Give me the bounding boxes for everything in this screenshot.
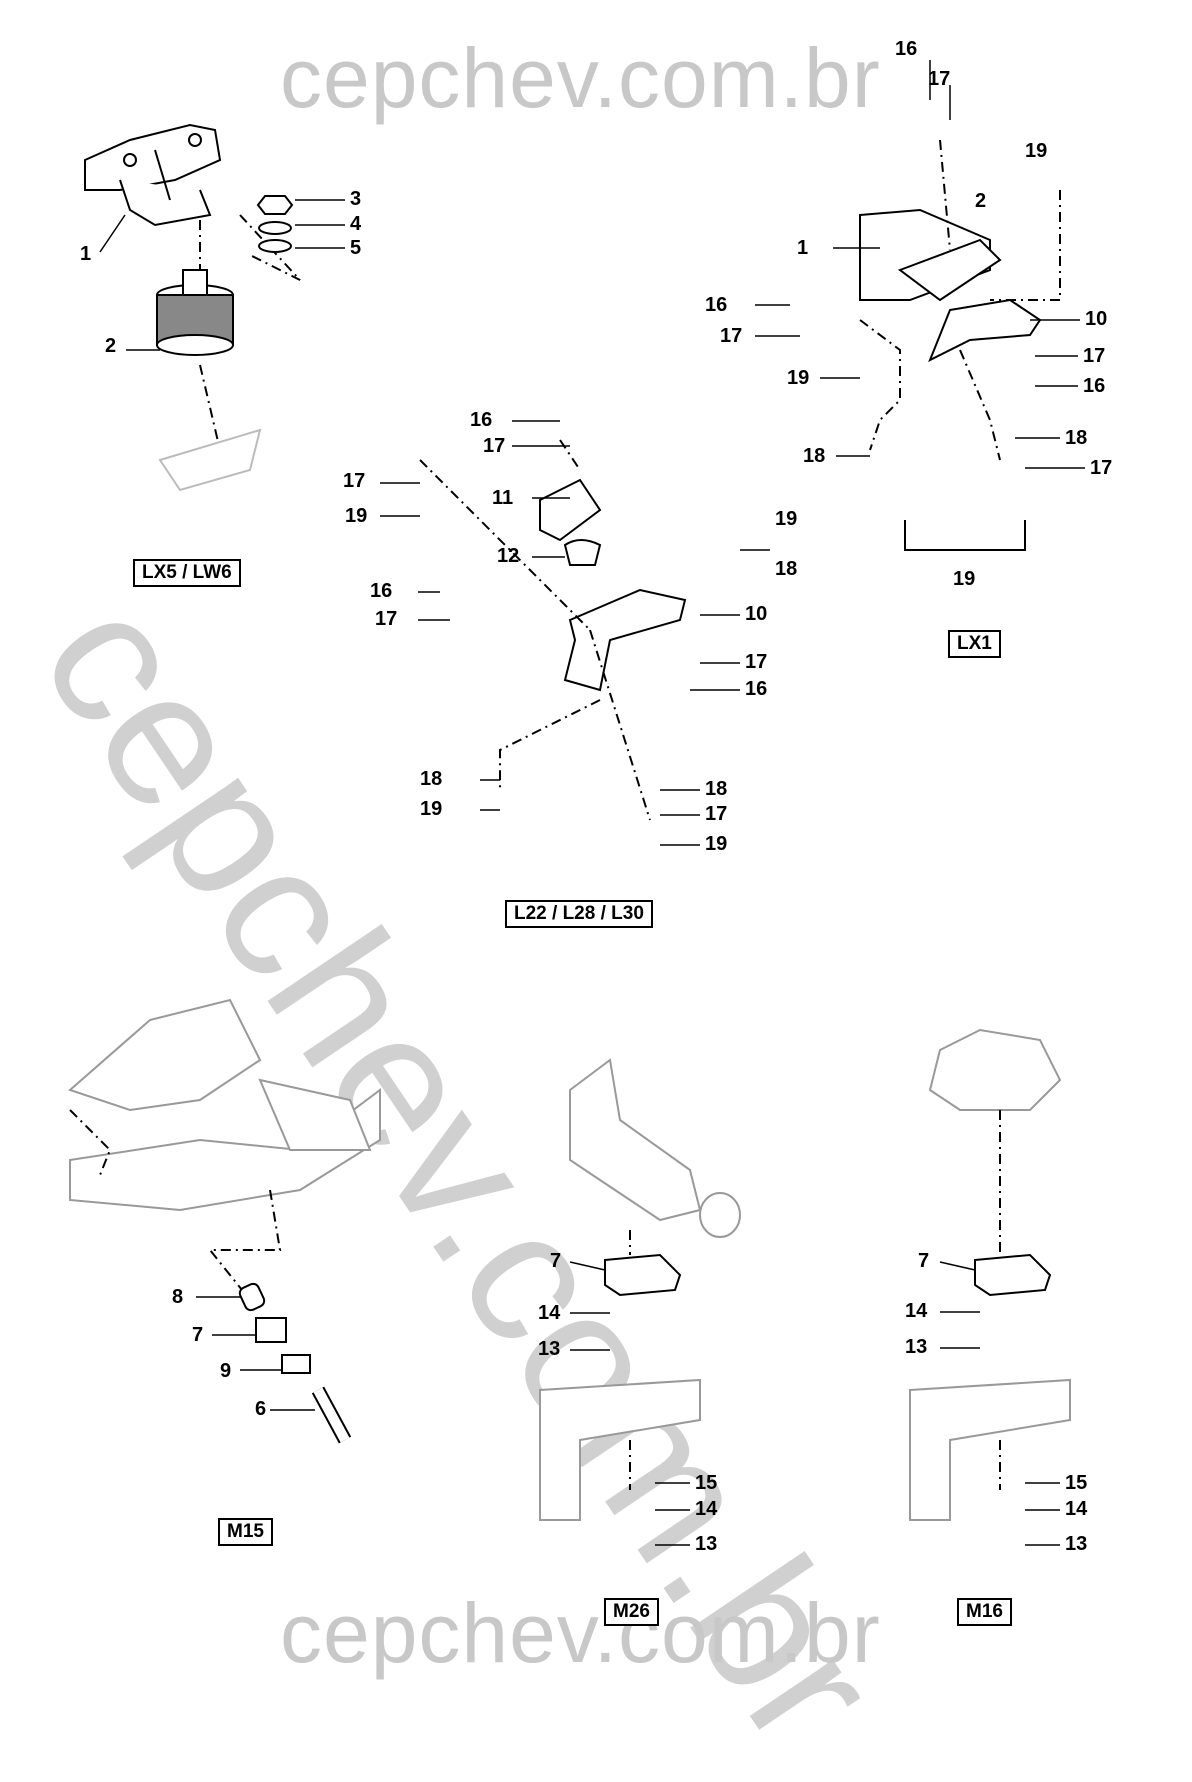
- callout-l22-12: 12: [497, 545, 520, 567]
- callout-lx1-19c: 19: [953, 568, 976, 590]
- m15-bolt-6: [311, 1386, 352, 1444]
- callout-l22-17c: 17: [375, 608, 398, 630]
- lx1-mount-2: [897, 238, 1002, 302]
- callout-l22-16a: 16: [470, 409, 493, 431]
- callout-m26-14b: 14: [695, 1498, 718, 1520]
- m26-mount-7: [604, 1253, 682, 1297]
- m26-axle-illustration: [569, 1058, 741, 1238]
- callout-lx1-17b: 17: [720, 325, 743, 347]
- callout-m26-13a: 13: [538, 1338, 561, 1360]
- callout-l22-19a: 19: [345, 505, 368, 527]
- m16-transmission-illustration: [928, 1028, 1062, 1111]
- callout-lx1-19b: 19: [787, 367, 810, 389]
- callout-l22-16c: 16: [745, 678, 768, 700]
- callout-m26-15: 15: [695, 1472, 718, 1494]
- callout-lx1-18a: 18: [803, 445, 826, 467]
- callout-m26-7: 7: [550, 1250, 562, 1272]
- m15-clip-9: [281, 1354, 311, 1374]
- callout-l22-17e: 17: [705, 803, 728, 825]
- callout-l22-10: 10: [745, 603, 768, 625]
- variant-label-l22-l28-l30: L22 / L28 / L30: [505, 900, 653, 928]
- callout-m16-13a: 13: [905, 1336, 928, 1358]
- lx1-bracket-10: [928, 298, 1042, 363]
- m16-mount-7: [974, 1253, 1052, 1297]
- callout-lx1-17c: 17: [1083, 345, 1106, 367]
- callout-l22-18c: 18: [705, 778, 728, 800]
- callout-m15-6: 6: [255, 1398, 267, 1420]
- lx5-washer-5: [258, 239, 292, 253]
- variant-label-m26: M26: [604, 1598, 659, 1626]
- callout-lx1-1: 1: [797, 237, 809, 259]
- lx5-rubber-mount-illustration: [156, 269, 234, 356]
- callout-m26-14a: 14: [538, 1302, 561, 1324]
- m15-pin-8: [238, 1282, 266, 1312]
- callout-l22-19c: 19: [420, 798, 443, 820]
- lx5-washer-4: [258, 221, 292, 235]
- callout-m16-15: 15: [1065, 1472, 1088, 1494]
- exploded-parts-diagram: [68, 60, 1085, 1546]
- m15-mount-7: [255, 1317, 287, 1343]
- callout-m15-9: 9: [220, 1360, 232, 1382]
- callout-lx1-19a: 19: [1025, 140, 1048, 162]
- watermark-top: cepchev.com.br: [280, 31, 881, 125]
- callout-lx1-16b: 16: [705, 294, 728, 316]
- callout-l22-18b: 18: [420, 768, 443, 790]
- callout-m16-14a: 14: [905, 1300, 928, 1322]
- variant-label-m15: M15: [218, 1518, 273, 1546]
- variant-label-m16: M16: [957, 1598, 1012, 1626]
- callout-lx1-10: 10: [1085, 308, 1108, 330]
- callout-lx5-3: 3: [350, 188, 362, 210]
- l22-bracket-10: [563, 588, 687, 692]
- callout-lx5-1: 1: [80, 243, 92, 265]
- callout-lx5-2: 2: [105, 335, 117, 357]
- callout-m16-13b: 13: [1065, 1533, 1088, 1555]
- l22-clamp-12: [563, 539, 602, 566]
- callout-lx1-16c: 16: [1083, 375, 1106, 397]
- callout-lx1-18b: 18: [1065, 427, 1088, 449]
- l22-bracket-11: [539, 478, 602, 542]
- callout-l22-19b: 19: [775, 508, 798, 530]
- callout-m15-8: 8: [172, 1286, 184, 1308]
- m15-transmission-illustration: [68, 998, 381, 1212]
- callout-lx5-5: 5: [350, 237, 362, 259]
- callout-m16-7: 7: [918, 1250, 930, 1272]
- callout-lx1-16a: 16: [895, 38, 918, 60]
- callout-lx1-17a: 17: [928, 68, 951, 90]
- variant-label-lx1: LX1: [948, 630, 1001, 658]
- callout-l22-18a: 18: [775, 558, 798, 580]
- callout-l22-16b: 16: [370, 580, 393, 602]
- m26-frame-illustration: [539, 1378, 701, 1521]
- lx5-nut-3: [256, 195, 294, 215]
- callout-lx1-2: 2: [975, 190, 987, 212]
- lx5-bracket-illustration: [84, 123, 222, 227]
- callout-l22-19d: 19: [705, 833, 728, 855]
- callout-m15-7: 7: [192, 1324, 204, 1346]
- callout-l22-11: 11: [492, 487, 514, 509]
- callout-l22-17b: 17: [343, 470, 366, 492]
- variant-label-lx5-lw6: LX5 / LW6: [133, 559, 241, 587]
- callout-lx5-4: 4: [350, 213, 362, 235]
- callout-m16-14b: 14: [1065, 1498, 1088, 1520]
- m16-frame-illustration: [909, 1378, 1071, 1521]
- callout-m26-13b: 13: [695, 1533, 718, 1555]
- callout-l22-17d: 17: [745, 651, 768, 673]
- callout-lx1-17d: 17: [1090, 457, 1113, 479]
- callout-l22-17a: 17: [483, 435, 506, 457]
- watermark-bottom: cepchev.com.br: [280, 1586, 881, 1680]
